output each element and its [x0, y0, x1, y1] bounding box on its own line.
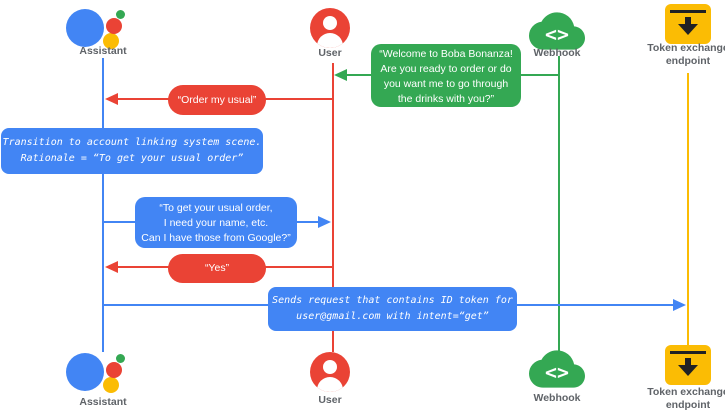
message-transition-note: Transition to account linking system sce… — [1, 128, 263, 174]
arrowhead-left-icon — [105, 93, 118, 105]
arrowhead-right-icon — [673, 299, 686, 311]
token-endpoint-label: Token exchange endpoint — [647, 386, 725, 411]
token-endpoint-lifeline — [687, 73, 689, 347]
message-order-usual: “Order my usual” — [168, 85, 266, 115]
user-lifeline — [332, 63, 334, 352]
webhook-cloud-icon: <> — [529, 350, 585, 388]
user-label: User — [318, 394, 342, 406]
assistant-lifeline — [102, 58, 104, 352]
google-assistant-icon — [66, 6, 125, 50]
message-yes: “Yes” — [168, 254, 266, 283]
message-welcome: “Welcome to Boba Bonanza! Are you ready … — [371, 44, 521, 107]
user-icon — [310, 352, 350, 392]
arrowhead-right-icon — [318, 216, 331, 228]
arrowhead-left-icon — [334, 69, 347, 81]
user-label: User — [318, 47, 342, 59]
google-assistant-icon — [66, 350, 125, 394]
message-send-request: Sends request that contains ID token for… — [268, 287, 517, 331]
arrowhead-left-icon — [105, 261, 118, 273]
assistant-label: Assistant — [79, 45, 127, 57]
webhook-lifeline — [558, 56, 560, 352]
webhook-label: Webhook — [533, 392, 581, 404]
code-brackets-glyph: <> — [545, 361, 569, 384]
token-exchange-endpoint-icon — [665, 4, 711, 44]
user-icon — [310, 8, 350, 48]
token-exchange-endpoint-icon — [665, 345, 711, 385]
webhook-label: Webhook — [533, 47, 581, 59]
message-ask-permission: “To get your usual order, I need your na… — [135, 197, 297, 248]
token-endpoint-label: Token exchange endpoint — [647, 42, 725, 67]
webhook-cloud-icon: <> — [529, 12, 585, 50]
assistant-label: Assistant — [79, 396, 127, 408]
code-brackets-glyph: <> — [545, 23, 569, 46]
